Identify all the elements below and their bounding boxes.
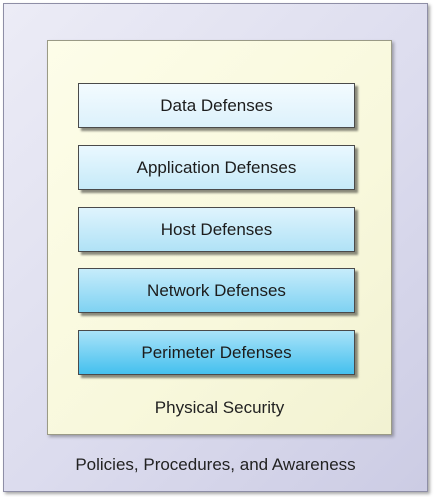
layer-label: Perimeter Defenses	[141, 342, 292, 362]
host-defenses-box: Host Defenses	[78, 207, 355, 252]
policies-procedures-awareness-layer: Data Defenses Application Defenses Host …	[3, 3, 428, 492]
policies-label: Policies, Procedures, and Awareness	[75, 455, 356, 474]
layer-label: Application Defenses	[136, 157, 297, 177]
layer-label: Host Defenses	[160, 219, 273, 239]
application-defenses-box: Application Defenses	[78, 145, 355, 190]
data-defenses-box: Data Defenses	[78, 83, 355, 128]
perimeter-defenses-box: Perimeter Defenses	[78, 330, 355, 375]
network-defenses-box: Network Defenses	[78, 268, 355, 313]
physical-security-label: Physical Security	[154, 398, 285, 417]
physical-security-layer: Data Defenses Application Defenses Host …	[47, 40, 392, 435]
layer-label: Network Defenses	[147, 280, 286, 300]
layer-label: Data Defenses	[160, 95, 273, 115]
